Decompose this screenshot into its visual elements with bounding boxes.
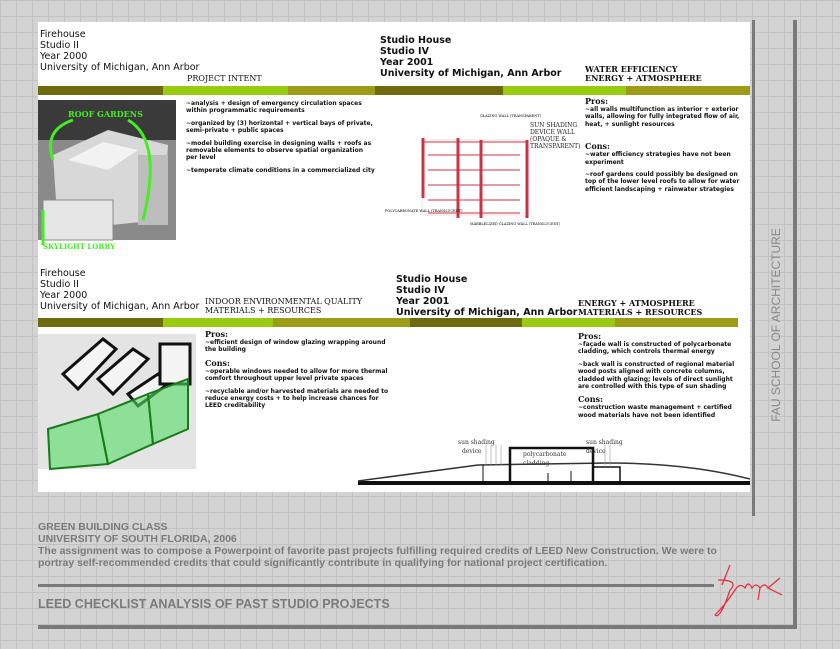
sketch-label: GLAZING WALL (TRANSPARENT)	[480, 114, 542, 118]
section-label: sun shading	[586, 439, 623, 446]
project-name: Firehouse	[40, 29, 86, 40]
color-bar-segment	[522, 318, 615, 327]
project-info-2: Studio House Studio IV Year 2001 Univers…	[380, 35, 561, 79]
list-item: ~model building exercise in designing wa…	[186, 139, 372, 162]
panel3-notes: Pros: ~efficient design of window glazin…	[205, 330, 395, 415]
heading-line: MATERIALS + RESOURCES	[578, 307, 703, 317]
color-bar-segment	[503, 86, 626, 95]
image-label: ROOF GARDENS	[68, 109, 143, 119]
pros-text: ~efficient design of window glazing wrap…	[205, 339, 386, 354]
cons-text: ~water efficiency strategies have not be…	[585, 151, 731, 166]
pros-text: ~back wall is constructed of regional ma…	[578, 360, 735, 391]
cons-text: ~operable windows needed to allow for mo…	[205, 367, 388, 383]
section-label: device	[462, 448, 482, 455]
heading-line: WATER EFFICIENCY	[585, 64, 678, 74]
project-name: Studio House	[380, 35, 452, 46]
project-school: University of Michigan, Ann Arbor	[380, 68, 562, 79]
cons-label: Cons:	[585, 141, 610, 152]
project-studio: Studio IV	[380, 46, 429, 57]
color-bar-segment	[375, 86, 503, 95]
color-bar-segment	[38, 318, 163, 327]
project-studio: Studio IV	[396, 285, 445, 296]
footer-text: GREEN BUILDING CLASS UNIVERSITY OF SOUTH…	[38, 521, 738, 569]
assignment-description: The assignment was to compose a Powerpoi…	[38, 545, 717, 569]
heading-line: ENERGY + ATMOSPHERE	[578, 298, 695, 308]
building-section-drawing: sun shading device polycarbonate claddin…	[358, 439, 750, 485]
project-name: Studio House	[396, 274, 468, 285]
list-item: ~organized by (3) horizontal + vertical …	[186, 119, 373, 135]
cons-text: ~recyclable and/or harvested materials a…	[205, 387, 389, 410]
project-school: University of Michigan, Ann Arbor	[396, 307, 578, 318]
project-year: Year 2000	[40, 51, 88, 62]
color-bar-segment	[626, 86, 750, 95]
image-label: SKYLIGHT LOBBY	[43, 242, 116, 250]
cons-text: ~construction waste management + certifi…	[578, 404, 732, 419]
project-studio: Studio II	[40, 279, 79, 290]
section-label: device	[586, 448, 606, 455]
page-title: LEED CHECKLIST ANALYSIS OF PAST STUDIO P…	[38, 597, 390, 611]
color-bar-segment	[615, 318, 738, 327]
pros-label: Pros:	[585, 96, 609, 106]
color-bar-segment	[163, 318, 273, 327]
section-label: polycarbonate	[523, 451, 567, 458]
sketch-label: POLYCARBONATE WALL (TRANSLUCENT)	[385, 209, 463, 213]
project-name: Firehouse	[40, 268, 86, 279]
project-year: Year 2000	[40, 290, 88, 301]
sketch-label: SUN SHADING DEVICE WALL (OPAQUE & TRANSP…	[530, 122, 581, 150]
section-label: sun shading	[458, 439, 495, 446]
list-item: ~temperate climate conditions in a comme…	[186, 166, 375, 174]
sketch-label: MARBLELIZED GLAZING WALL (TRANSLUCENT)	[470, 222, 561, 226]
cons-label: Cons:	[205, 357, 230, 368]
heading-line: MATERIALS + RESOURCES	[205, 306, 322, 315]
color-bar-segment	[288, 86, 375, 95]
cons-label: Cons:	[578, 394, 603, 405]
cons-text: ~roof gardens could possibly be designed…	[585, 171, 740, 193]
project-studio: Studio II	[40, 40, 79, 51]
section-label: cladding	[523, 460, 549, 467]
pros-text: ~all walls multifunction as interior + e…	[585, 106, 740, 128]
heading-line: INDOOR ENVIRONMENTAL QUALITY	[205, 297, 363, 306]
color-bar-segment	[163, 86, 288, 95]
class-name: GREEN BUILDING CLASS	[38, 521, 168, 533]
inner-frame-line	[752, 20, 755, 516]
bottom-frame-line	[38, 625, 797, 629]
class-school: UNIVERSITY OF SOUTH FLORIDA, 2006	[38, 533, 237, 545]
project-year: Year 2001	[396, 296, 450, 307]
project-info-1: Firehouse Studio II Year 2000 University…	[40, 29, 199, 73]
panel4-notes: Pros: ~façade wall is constructed of pol…	[578, 332, 743, 424]
section-heading: PROJECT INTENT	[187, 74, 262, 83]
pros-text: ~façade wall is constructed of polycarbo…	[578, 341, 732, 356]
signature	[714, 564, 783, 617]
footer-divider	[38, 584, 714, 587]
firehouse-diagram-image	[38, 334, 196, 471]
project-school: University of Michigan, Ann Arbor	[40, 62, 200, 73]
project-school: University of Michigan, Ann Arbor	[40, 301, 200, 312]
pros-label: Pros:	[578, 331, 602, 341]
project-intent-list: ~analysis + design of emergency circulat…	[186, 100, 376, 179]
project-year: Year 2001	[380, 57, 434, 68]
color-bar-segment	[273, 318, 410, 327]
firehouse-model-photo: ROOF GARDENS SKYLIGHT LOBBY	[38, 100, 176, 250]
wall-sketch: GLAZING WALL (TRANSPARENT) POLYCARBONATE…	[385, 114, 561, 226]
section-heading: INDOOR ENVIRONMENTAL QUALITY MATERIALS +…	[205, 297, 362, 315]
color-bar-segment	[410, 318, 522, 327]
section-heading: WATER EFFICIENCY ENERGY + ATMOSPHERE	[585, 65, 702, 83]
project-info-3: Firehouse Studio II Year 2000 University…	[40, 268, 199, 312]
section-heading: ENERGY + ATMOSPHERE MATERIALS + RESOURCE…	[578, 299, 702, 317]
heading-line: ENERGY + ATMOSPHERE	[585, 73, 702, 83]
pros-label: Pros:	[205, 329, 229, 339]
side-label: FAU SCHOOL OF ARCHITECTURE	[769, 228, 783, 422]
panel2-notes: Pros: ~all walls multifunction as interi…	[585, 97, 750, 198]
color-bar-segment	[38, 86, 163, 95]
outer-frame-line	[793, 20, 797, 629]
list-item: ~analysis + design of emergency circulat…	[186, 100, 362, 115]
project-info-4: Studio House Studio IV Year 2001 Univers…	[396, 274, 577, 318]
